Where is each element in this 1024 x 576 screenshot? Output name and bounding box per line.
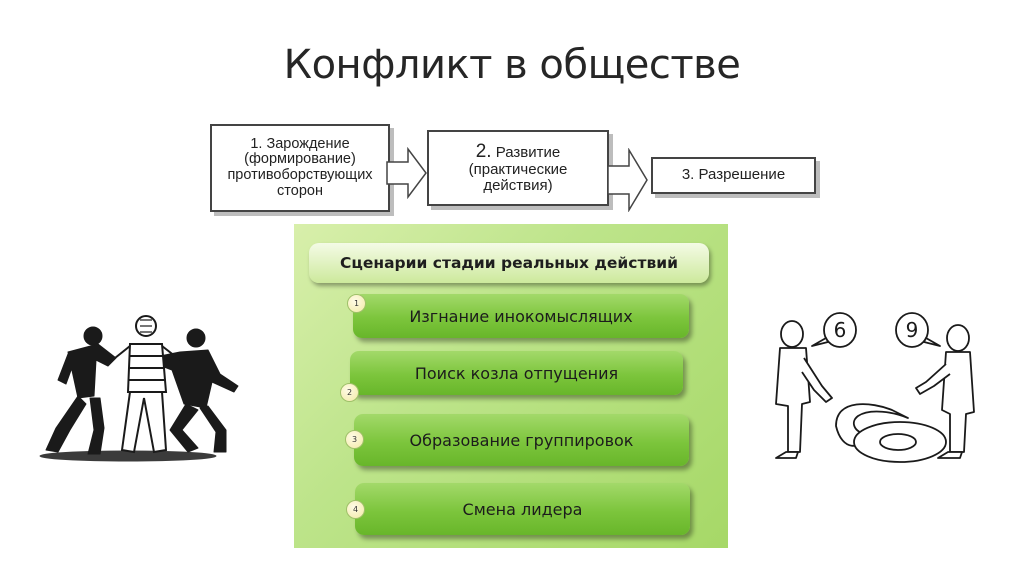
bubble-left-digit: 6 xyxy=(834,318,847,342)
stage-1-line-3: противоборствующих xyxy=(227,168,372,184)
scenario-number-badge: 4 xyxy=(346,500,365,519)
stage-2-box: 2. Развитие (практические действия) xyxy=(427,130,609,206)
scenario-label: Смена лидера xyxy=(463,500,583,519)
scenario-item: Поиск козла отпущения xyxy=(350,351,683,395)
stage-2-line-1: Развитие xyxy=(496,144,561,161)
stage-2-line-2: (практические xyxy=(469,162,568,178)
scenario-label: Поиск козла отпущения xyxy=(415,364,618,383)
stage-3-line-1: Разрешение xyxy=(699,166,786,183)
stage-3-number: 3. xyxy=(682,166,695,183)
page-title: Конфликт в обществе xyxy=(0,42,1024,88)
stage-1-box: 1. Зарождение (формирование) противоборс… xyxy=(210,124,390,212)
scenario-label: Образование группировок xyxy=(410,431,634,450)
stage-2-heading: 2. Развитие xyxy=(469,142,568,163)
stage-2-number: 2. xyxy=(476,141,492,162)
bubble-right-digit: 9 xyxy=(906,318,919,342)
stage-3-box: 3. Разрешение xyxy=(651,157,816,194)
stage-1-line-4: сторон xyxy=(227,184,372,200)
six-or-nine-argument-illustration: 6 9 xyxy=(766,302,982,470)
people-fighting-illustration xyxy=(38,300,248,465)
stage-1-number: 1. xyxy=(250,136,262,152)
stage-1-line-2: (формирование) xyxy=(227,152,372,168)
scenario-item: Смена лидера xyxy=(355,483,690,535)
scenario-item: Образование группировок xyxy=(354,414,689,466)
stage-1-line-1: Зарождение xyxy=(266,136,349,152)
scenario-number-badge: 3 xyxy=(345,430,364,449)
scenario-label: Изгнание инокомыслящих xyxy=(409,307,632,326)
arrow-right-icon xyxy=(386,147,428,199)
scenarios-header: Сценарии стадии реальных действий xyxy=(309,243,709,283)
stage-1-heading: 1. Зарождение xyxy=(227,137,372,153)
arrow-right-icon xyxy=(607,148,649,212)
scenario-number-badge: 1 xyxy=(347,294,366,313)
scenario-item: Изгнание инокомыслящих xyxy=(353,294,689,338)
scenario-number-badge: 2 xyxy=(340,383,359,402)
stage-2-line-3: действия) xyxy=(469,178,568,194)
